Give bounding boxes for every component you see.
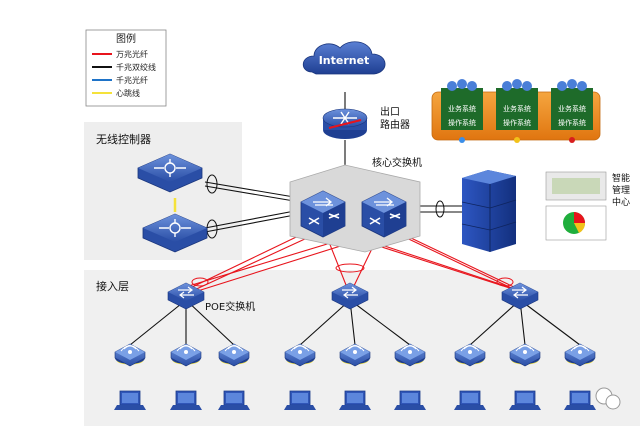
system-title: 业务系统 [558,104,586,113]
system-title: 业务系统 [503,104,531,113]
internet-label: Internet [319,54,370,67]
gig-twisted-links [129,92,581,346]
business-systems-panel: 业务系统 操作系统 业务系统 操作系统 业务系统 操作系统 [431,79,601,143]
system-card-2 [496,88,538,130]
legend-label: 万兆光纤 [116,49,148,59]
windows-icon [459,137,465,143]
system-subtitle: 操作系统 [503,118,531,127]
server-rack [461,170,517,252]
router-label-line2: 路由器 [380,118,410,131]
wechat-logo [595,387,621,410]
legend: 图例 万兆光纤 千兆双绞线 千兆光纤 心跳线 [85,29,167,107]
internet-cloud: Internet [302,41,386,75]
legend-label: 千兆双绞线 [116,62,156,72]
mgmt-label-line: 中心 [612,196,630,208]
system-subtitle: 操作系统 [448,118,476,127]
core-switch-group [289,164,421,253]
legend-title: 图例 [116,32,136,45]
core-label: 核心交换机 [372,156,422,169]
mgmt-label-line: 智能 [612,172,630,184]
wlc-label: 无线控制器 [96,132,151,146]
system-subtitle: 操作系统 [558,118,586,127]
system-card-1 [441,88,483,130]
legend-label: 千兆光纤 [116,75,148,85]
system-title: 业务系统 [448,104,476,113]
redhat-icon [569,137,575,143]
poe-switch-label: POE交换机 [205,300,255,313]
exit-router [322,108,368,139]
linux-icon [514,137,520,143]
legend-label: 心跳线 [116,88,140,98]
mgmt-label-line: 管理 [612,184,630,196]
system-card-3 [551,88,593,130]
management-center: 智能 管理 中心 [545,171,630,241]
router-label-line1: 出口 [380,105,400,118]
access-layer-label: 接入层 [96,280,129,293]
